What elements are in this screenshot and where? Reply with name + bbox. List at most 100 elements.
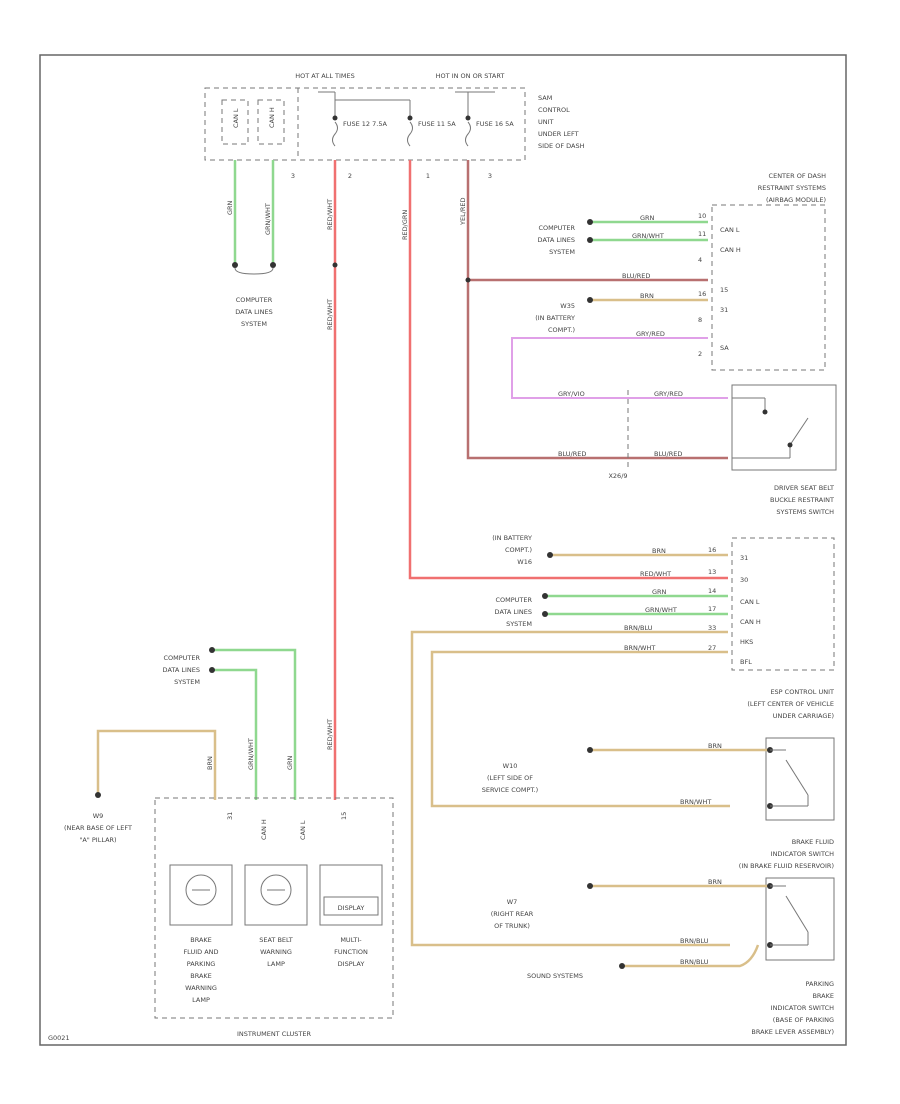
fuse12-label: FUSE 12 7.5A <box>343 120 387 128</box>
cluster-can-l-wire <box>212 648 297 800</box>
parking-brnblu-color: BRN/BLU <box>680 937 709 945</box>
brake-fluid-brn-color: BRN <box>708 742 722 750</box>
belt-lamp-2: WARNING <box>260 948 292 956</box>
cdl-cluster-3: SYSTEM <box>174 678 200 686</box>
sam-label-1: SAM <box>538 94 552 102</box>
esp-pin-30: 30 <box>740 576 748 584</box>
restraint-pin-sa: SA <box>720 344 729 352</box>
instrument-cluster-title: INSTRUMENT CLUSTER <box>237 1030 312 1038</box>
fuse16-symbol <box>465 121 471 147</box>
brake-fluid-title-1: BRAKE FLUID <box>792 838 834 846</box>
esp-title-2: (LEFT CENTER OF VEHICLE <box>747 700 834 708</box>
cluster-pin-canl: CAN L <box>299 820 307 840</box>
fuse12-symbol <box>332 121 338 147</box>
buckle-connector: X26/9 <box>608 472 627 480</box>
cluster-ground-2: (NEAR BASE OF LEFT <box>64 824 132 832</box>
restraint-ground-1: W35 <box>560 302 575 310</box>
sam-can-h-color: GRN/WHT <box>264 203 272 235</box>
pk-blade <box>785 895 809 933</box>
fuse16-wire <box>466 160 728 460</box>
mfd-1: MULTI- <box>340 936 362 944</box>
cdl-top-1: COMPUTER <box>236 296 273 304</box>
buckle-title-2: BUCKLE RESTRAINT <box>770 496 834 504</box>
fuse11-node <box>407 115 413 121</box>
restraint-pin-15: 15 <box>720 286 728 294</box>
brake-lamp-2: FLUID AND <box>183 948 218 956</box>
belt-lamp-3: LAMP <box>267 960 285 968</box>
buckle-title-3: SYSTEMS SWITCH <box>776 508 834 516</box>
sound-wire-color: BRN/BLU <box>680 958 709 966</box>
buckle-blade <box>789 417 809 446</box>
can-h-pin-box <box>257 99 285 145</box>
sam-pin-1: 1 <box>426 172 430 180</box>
restraint-pin-can-l: CAN L <box>720 226 740 234</box>
brake-fluid-ground-end <box>587 747 593 753</box>
parking-title-3: INDICATOR SWITCH <box>771 1004 834 1012</box>
cluster-can-l-end <box>209 647 215 653</box>
restraint-module-box <box>711 204 826 371</box>
fuse11-label: FUSE 11 5A <box>418 120 456 128</box>
esp-bfl-wire <box>430 650 730 808</box>
esp-ground-3: W16 <box>517 558 532 566</box>
cdl-restraint-1: COMPUTER <box>538 224 575 232</box>
cluster-wire-canh: GRN/WHT <box>247 738 255 770</box>
cdl-esp-1: COMPUTER <box>495 596 532 604</box>
esp-title-3: UNDER CARRIAGE) <box>773 712 834 720</box>
sam-label-4: UNDER LEFT <box>538 130 579 138</box>
display-screen <box>323 896 379 916</box>
fuse12-wire-color-2: RED/WHT <box>326 299 334 330</box>
sound-systems-wire <box>622 944 760 968</box>
sam-control-unit-box <box>204 87 526 161</box>
parking-switch-box <box>765 877 835 961</box>
restraint-pinnum-2: 11 <box>698 230 706 238</box>
cdl-top-2: DATA LINES <box>235 308 272 316</box>
fuse16-label: FUSE 16 5A <box>476 120 514 128</box>
fuse12-wire-color: RED/WHT <box>326 199 334 230</box>
esp-ground-2: COMPT.) <box>505 546 532 554</box>
esp-pinnum-1: 16 <box>708 546 716 554</box>
buckle-wire-b: GRY/RED <box>654 390 683 398</box>
esp-can-l-end <box>542 593 548 599</box>
esp-31-end <box>547 552 553 558</box>
fuse16-wire-color: YEL/RED <box>459 197 467 226</box>
sound-systems-end <box>619 963 625 969</box>
cluster-pin-15: 15 <box>340 812 348 820</box>
restraint-31-color: BRN <box>640 292 654 300</box>
sam-label-5: SIDE OF DASH <box>538 142 585 150</box>
seat-belt-lamp-icon <box>260 874 292 906</box>
mfd-3: DISPLAY <box>338 960 365 968</box>
sam-can-h-end <box>270 262 276 268</box>
cluster-can-h-wire <box>212 668 258 800</box>
fuse12-splice <box>332 262 338 268</box>
restraint-can-h-color: GRN/WHT <box>632 232 664 240</box>
esp-pin-can-h: CAN H <box>740 618 761 626</box>
sam-label-2: CONTROL <box>538 106 570 114</box>
esp-31-color: BRN <box>652 547 666 555</box>
restraint-pinnum-1: 10 <box>698 212 706 220</box>
sam-can-l-label: CAN L <box>232 108 240 128</box>
esp-pinnum-5: 33 <box>708 624 716 632</box>
hot-at-all-times-label: HOT AT ALL TIMES <box>295 72 355 80</box>
restraint-ground-3: COMPT.) <box>548 326 575 334</box>
esp-ground-1: (IN BATTERY <box>492 534 532 542</box>
sound-systems-label: SOUND SYSTEMS <box>527 972 583 980</box>
restraint-15-color: BLU/RED <box>622 272 650 280</box>
esp-30-color: RED/WHT <box>640 570 671 578</box>
esp-pin-can-l: CAN L <box>740 598 760 606</box>
esp-title-1: ESP CONTROL UNIT <box>770 688 834 696</box>
esp-pinnum-2: 13 <box>708 568 716 576</box>
sam-can-l-color: GRN <box>226 200 234 215</box>
cluster-pin-canh: CAN H <box>260 819 268 840</box>
brake-lamp-6: LAMP <box>192 996 210 1004</box>
restraint-can-l-color: GRN <box>640 214 655 222</box>
brake-fluid-title-2: INDICATOR SWITCH <box>771 850 834 858</box>
restraint-can-l-end <box>587 219 593 225</box>
brake-fluid-brnwht-color: BRN/WHT <box>680 798 711 806</box>
fuse12-wire-color-3: RED/WHT <box>326 719 334 750</box>
esp-can-h-end <box>542 611 548 617</box>
diagram-border <box>39 54 847 1046</box>
brake-lamp-1: BRAKE <box>190 936 212 944</box>
restraint-pinnum-5: 8 <box>698 316 702 324</box>
parking-title-2: BRAKE <box>812 992 834 1000</box>
cluster-ground-3: "A" PILLAR) <box>79 836 116 844</box>
